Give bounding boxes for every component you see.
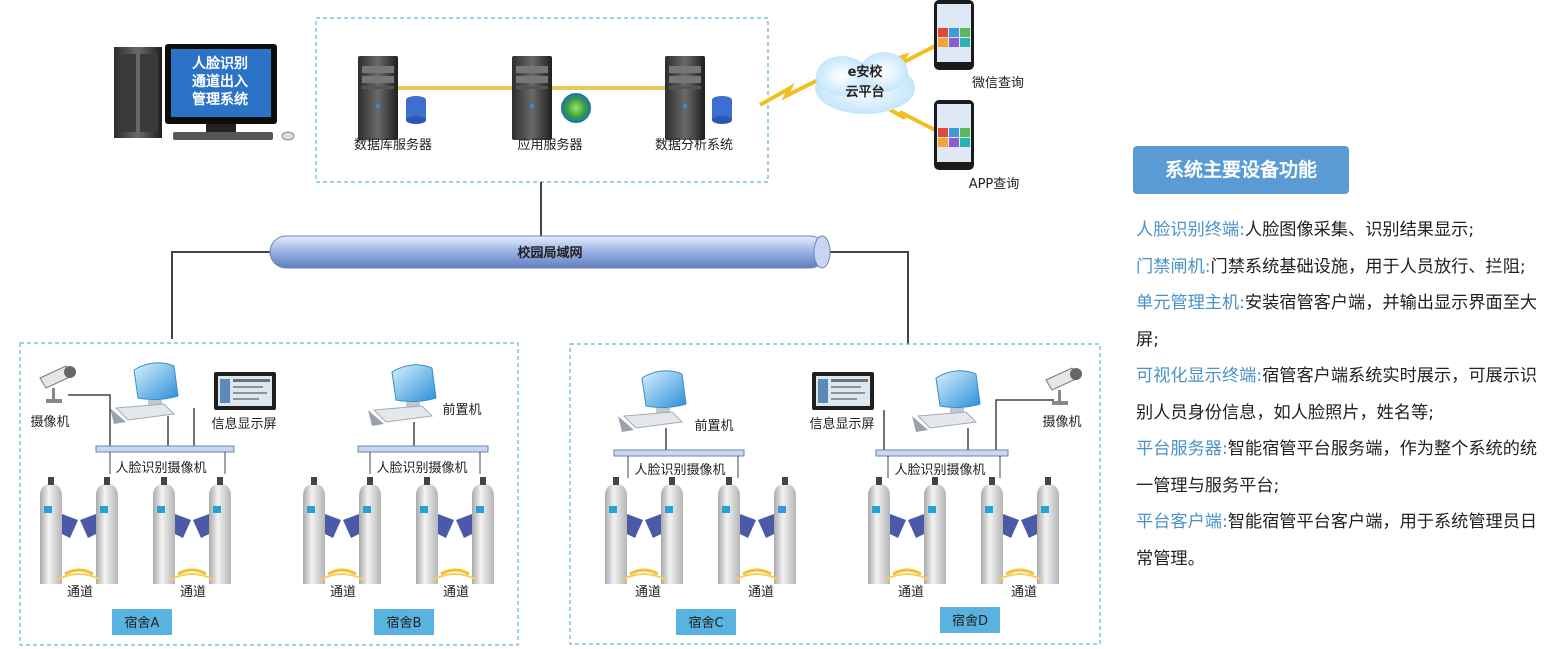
phone-wechat-icon (934, 0, 974, 70)
function-item: 平台服务器:智能宿管平台服务端，作为整个系统的统一管理与服务平台; (1136, 431, 1548, 504)
function-term: 单元管理主机: (1136, 293, 1245, 313)
function-term: 可视化显示终端: (1136, 366, 1263, 386)
function-desc: 门禁系统基础设施，用于人员放行、拦阻; (1210, 256, 1526, 277)
dorm-b-tag: 宿舍B (374, 609, 434, 635)
dorm-a-tag: 宿舍A (112, 609, 172, 635)
channel-label: 通道 (443, 585, 469, 600)
function-term: 平台服务器: (1136, 439, 1228, 459)
turnstile-gate-icon (868, 477, 946, 584)
device-function-panel: 系统主要设备功能 人脸识别终端:人脸图像采集、识别结果显示; 门禁闸机:门禁系统… (1133, 0, 1553, 649)
function-desc: 人脸图像采集、识别结果显示; (1244, 220, 1475, 240)
face-cam-label: 人脸识别摄像机 (634, 463, 725, 478)
function-desc: 宿管客户端系统实时展示，可展示识别人员身份信息，如人脸照片，姓名等; (1136, 366, 1538, 423)
channel-label: 通道 (180, 585, 206, 600)
system-diagram: 人脸识别 通道出入 管理系统 数据库服务器 应用服务器 数据分析系统 e安校 云… (19, 0, 1101, 646)
channel-label: 通道 (748, 585, 774, 600)
face-cam-bar (875, 449, 1009, 457)
svg-text:宿舍C: 宿舍C (688, 615, 723, 631)
front-pc-icon (911, 370, 981, 433)
pc-screen-line-2: 通道出入 (192, 73, 248, 90)
cloud-icon (815, 52, 915, 114)
campus-lan-pipe (269, 235, 831, 269)
building-box-left (19, 342, 519, 646)
front-pc-icon (109, 362, 179, 425)
svg-text:宿舍A: 宿舍A (125, 615, 160, 631)
display-screen-icon (214, 372, 276, 410)
function-desc: 智能宿管平台客户端，用于系统管理员日常管理。 (1136, 512, 1538, 569)
display-label: 信息显示屏 (809, 416, 874, 432)
analysis-server-icon (665, 56, 732, 140)
pc-screen-line-3: 管理系统 (192, 91, 248, 108)
display-screen-icon (812, 372, 874, 410)
function-item: 门禁闸机:门禁系统基础设施，用于人员放行、拦阻; (1136, 249, 1548, 286)
function-desc: 智能宿管平台服务端，作为整个系统的统一管理与服务平台; (1136, 439, 1538, 496)
display-label: 信息显示屏 (211, 416, 276, 432)
front-pc-icon (617, 370, 687, 433)
svg-text:宿舍D: 宿舍D (952, 613, 988, 629)
face-cam-label: 人脸识别摄像机 (376, 461, 467, 476)
turnstile-gate-icon (303, 477, 381, 584)
channel-label: 通道 (635, 585, 661, 600)
face-cam-bar (95, 445, 235, 453)
function-item: 人脸识别终端:人脸图像采集、识别结果显示; (1136, 212, 1548, 249)
camera-icon (39, 365, 77, 404)
pc-screen-line-1: 人脸识别 (192, 55, 248, 72)
channel-label: 通道 (330, 585, 356, 600)
db-server-label: 数据库服务器 (354, 137, 432, 153)
function-item: 可视化显示终端:宿管客户端系统实时展示，可展示识别人员身份信息，如人脸照片，姓名… (1136, 358, 1548, 431)
dorm-d-tag: 宿舍D (940, 607, 1000, 633)
turnstile-gate-icon (153, 477, 231, 584)
function-desc: 安装宿管客户端，并输出显示界面至大屏; (1136, 293, 1538, 350)
front-pc-icon (367, 364, 437, 427)
panel-title: 系统主要设备功能 (1133, 146, 1349, 194)
face-cam-bar (613, 449, 745, 457)
svg-text:宿舍B: 宿舍B (387, 615, 422, 631)
face-cam-bar (357, 445, 489, 453)
front-pc-label: 前置机 (442, 402, 481, 418)
face-cam-label: 人脸识别摄像机 (894, 463, 985, 478)
face-cam-label: 人脸识别摄像机 (115, 461, 206, 476)
app-server-label: 应用服务器 (517, 137, 582, 153)
lightning-link-icon (879, 102, 936, 132)
turnstile-gate-icon (718, 477, 796, 584)
cloud-label-line-1: e安校 (848, 64, 884, 80)
front-pc-label: 前置机 (694, 418, 733, 434)
turnstile-gate-icon (416, 477, 494, 584)
turnstile-gate-icon (605, 477, 683, 584)
function-item: 平台客户端:智能宿管平台客户端，用于系统管理员日常管理。 (1136, 504, 1548, 577)
analysis-server-label: 数据分析系统 (655, 138, 733, 153)
dorm-c-tag: 宿舍C (676, 609, 736, 635)
function-term: 平台客户端: (1136, 512, 1228, 532)
phone-wechat-label: 微信查询 (972, 76, 1024, 91)
function-term: 人脸识别终端: (1136, 220, 1245, 240)
admin-pc-icon (114, 44, 295, 141)
database-server-icon (358, 56, 426, 140)
cloud-label-line-2: 云平台 (845, 84, 884, 100)
turnstile-gate-icon (981, 477, 1059, 584)
building-box-right (569, 343, 1101, 645)
camera-label: 摄像机 (30, 415, 69, 430)
lightning-link-icon (759, 78, 819, 107)
channel-label: 通道 (1011, 585, 1037, 600)
function-term: 门禁闸机: (1136, 256, 1211, 277)
turnstile-gate-icon (40, 477, 118, 584)
function-list: 人脸识别终端:人脸图像采集、识别结果显示; 门禁闸机:门禁系统基础设施，用于人员… (1136, 212, 1548, 577)
phone-app-icon (934, 100, 974, 170)
app-server-icon (512, 56, 591, 140)
lan-label: 校园局域网 (517, 245, 582, 261)
channel-label: 通道 (67, 585, 93, 600)
camera-label: 摄像机 (1042, 415, 1081, 430)
channel-label: 通道 (898, 585, 924, 600)
function-item: 单元管理主机:安装宿管客户端，并输出显示界面至大屏; (1136, 285, 1548, 358)
phone-app-label: APP查询 (969, 177, 1020, 192)
